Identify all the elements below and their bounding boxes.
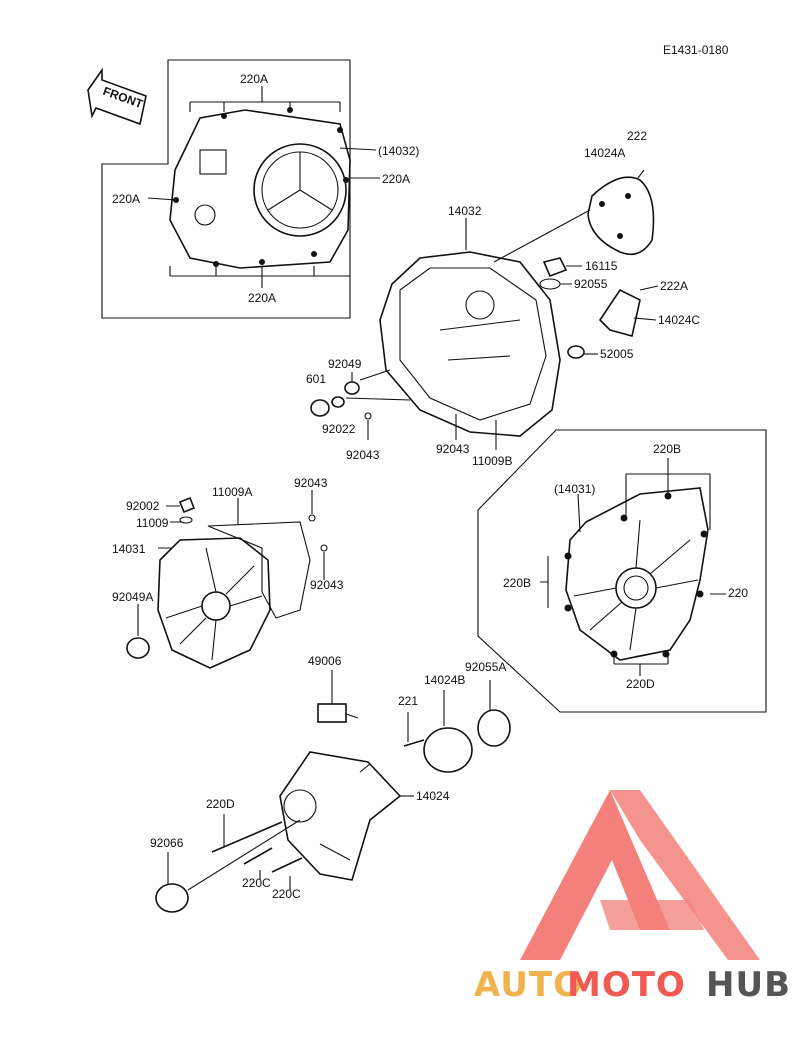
inset-bolt-dots [173, 107, 349, 267]
callout-49006: 49006 [308, 654, 342, 668]
callout-92043-d: 92043 [310, 578, 344, 592]
callout-220C-b: 220C [272, 887, 301, 901]
right-inset-bolt-dots [564, 492, 708, 658]
sprocket-cover-14024 [279, 751, 402, 881]
callout-14032: 14032 [448, 204, 482, 218]
callout-220A-bottom: 220A [248, 291, 276, 305]
callout-92022: 92022 [322, 422, 356, 436]
callout-14024: 14024 [416, 789, 450, 803]
callout-220A-left: 220A [112, 192, 140, 206]
generator-cover-outline [565, 487, 709, 661]
callout-14024A: 14024A [584, 146, 625, 160]
callout-221: 221 [398, 694, 418, 708]
plug-92002 [178, 496, 196, 514]
screw-221 [403, 739, 425, 747]
callout-52005: 52005 [600, 347, 634, 361]
callout-14024B: 14024B [424, 673, 465, 687]
callout-14032-paren: (14032) [378, 144, 419, 158]
pin-92043-c [308, 514, 316, 522]
callout-14024C: 14024C [658, 313, 700, 327]
watermark-text-hub: HUB [706, 965, 791, 1005]
callout-220D: 220D [206, 797, 235, 811]
clutch-cover-outline [169, 109, 351, 269]
cap-92066 [155, 883, 189, 913]
callout-220A-right: 220A [382, 172, 410, 186]
callout-11009: 11009 [136, 516, 169, 530]
seal-92049 [344, 381, 360, 395]
callout-601: 601 [306, 372, 326, 386]
oil-filler-cap-16115 [542, 257, 568, 278]
cover-14024B [423, 727, 473, 773]
callout-92043-b: 92043 [436, 442, 470, 456]
callout-92049: 92049 [328, 357, 362, 371]
callout-222A: 222A [660, 279, 688, 293]
gasket-11009A [207, 521, 311, 619]
callout-220A-top: 220A [240, 72, 268, 86]
oring-92055 [539, 278, 561, 290]
callout-220B-left: 220B [503, 576, 531, 590]
callout-220B-top: 220B [653, 442, 681, 456]
inset-frame-right [477, 429, 767, 713]
inspection-cover-14024A [587, 176, 655, 256]
callout-14031-paren: (14031) [554, 482, 595, 496]
callout-220D-box: 220D [626, 677, 655, 691]
bolt-220C-a [243, 847, 273, 865]
callout-92055A: 92055A [465, 660, 506, 674]
bolt-220C-b [271, 857, 303, 873]
washer-92022 [331, 396, 345, 408]
callout-92002: 92002 [126, 499, 160, 513]
diagram-code: E1431-0180 [663, 43, 729, 57]
bracket-14024C [598, 288, 641, 337]
callout-92055: 92055 [574, 277, 608, 291]
oring-92055A [477, 709, 511, 747]
callout-222: 222 [627, 129, 647, 143]
generator-cover-14031 [157, 537, 271, 669]
callout-220-right: 220 [728, 586, 748, 600]
bolt-220D [211, 821, 283, 853]
watermark-text-moto: MOTO [567, 965, 686, 1005]
watermark-text-auto: AUTO [474, 965, 583, 1005]
callout-92043-a: 92043 [346, 448, 380, 462]
callout-220C-a: 220C [242, 876, 271, 890]
oil-seal-52005 [567, 345, 585, 359]
clutch-cover-14032 [379, 251, 561, 437]
callout-11009B: 11009B [472, 454, 512, 468]
bearing-601 [310, 399, 330, 417]
callout-11009A: 11009A [212, 485, 252, 499]
switch-49006 [317, 670, 359, 723]
seal-92049A [126, 637, 150, 659]
oring-11009 [179, 516, 193, 524]
pin-92043-a [364, 412, 372, 420]
callout-92049A: 92049A [112, 590, 153, 604]
callout-92043-c: 92043 [294, 476, 328, 490]
inset-frame-top [101, 59, 351, 319]
front-arrow-icon: FRONT [87, 67, 147, 126]
pin-92043-d [320, 544, 328, 552]
watermark-logo [520, 790, 760, 960]
callout-14031: 14031 [112, 542, 146, 556]
callout-16115: 16115 [585, 259, 618, 273]
callout-92066: 92066 [150, 836, 184, 850]
